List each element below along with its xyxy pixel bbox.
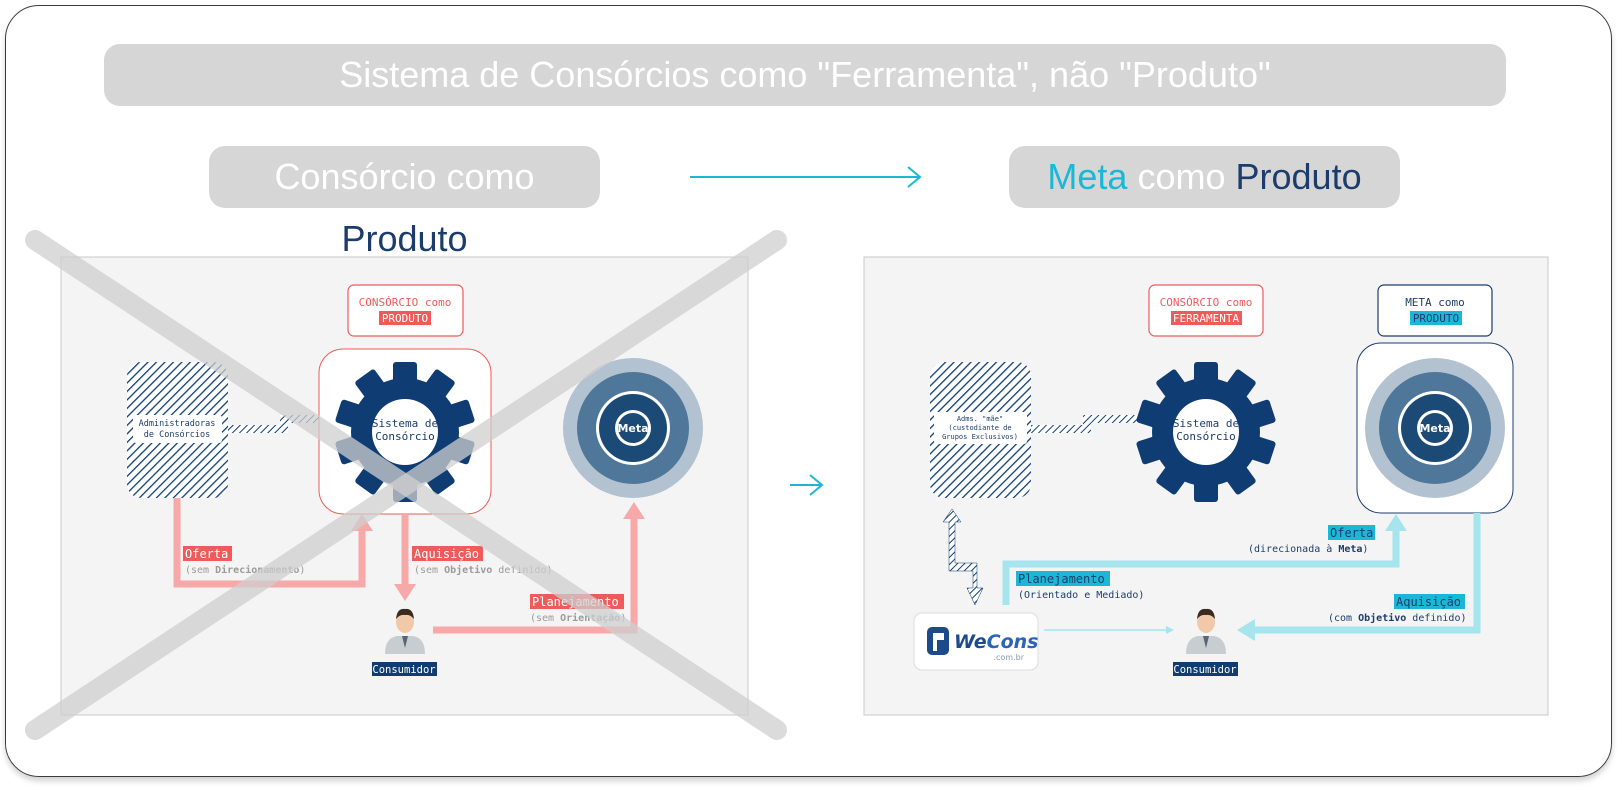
right-heading: Meta como Produto bbox=[1009, 146, 1400, 208]
right-heading-text: como bbox=[1127, 156, 1236, 197]
right-meta-label-line1: META como bbox=[1405, 296, 1465, 309]
left-gear-line1: Sistema de bbox=[372, 417, 438, 430]
svg-text:WeCons: WeCons bbox=[954, 631, 1038, 653]
right-admin-line2: (custodiante de bbox=[948, 424, 1011, 432]
right-heading-meta: Meta bbox=[1047, 156, 1128, 197]
left-gear-line2: Consórcio bbox=[375, 430, 435, 443]
wecons-logo-we: We bbox=[954, 631, 987, 653]
left-box-label-line2: PRODUTO bbox=[382, 312, 428, 325]
right-planejamento-label: Planejamento bbox=[1018, 572, 1105, 586]
right-target-label: Meta bbox=[1419, 422, 1450, 435]
left-admin-line1: Administradoras bbox=[139, 419, 216, 429]
wecons-logo-domain: .com.br bbox=[993, 653, 1024, 662]
right-box-label-line2: FERRAMENTA bbox=[1173, 312, 1240, 325]
right-oferta-label: Oferta bbox=[1330, 526, 1373, 540]
right-heading-emphasis: Produto bbox=[1235, 156, 1362, 197]
left-box-label-line1: CONSÓRCIO como bbox=[359, 296, 452, 309]
left-heading: Consórcio como Produto bbox=[209, 146, 600, 259]
svg-text:(direcionada à Meta): (direcionada à Meta) bbox=[1248, 543, 1368, 555]
right-aquisicao-label: Aquisição bbox=[1396, 595, 1461, 609]
right-admin-line3: Grupos Exclusivos) bbox=[942, 433, 1018, 441]
left-target-label: Meta bbox=[617, 422, 648, 435]
left-oferta-label: Oferta bbox=[185, 547, 228, 561]
left-heading-emphasis: Produto bbox=[341, 218, 468, 259]
wecons-logo-cons: Cons bbox=[987, 631, 1039, 653]
page-title: Sistema de Consórcios como "Ferramenta",… bbox=[104, 44, 1506, 106]
right-gear-line1: Sistema de bbox=[1173, 417, 1239, 430]
right-gear-line2: Consórcio bbox=[1176, 430, 1236, 443]
right-admin-line1: Adms. "mãe" bbox=[957, 415, 1003, 423]
left-consumer-label: Consumidor bbox=[372, 664, 435, 676]
right-box-label-line1: CONSÓRCIO como bbox=[1160, 296, 1253, 309]
right-consumer-label: Consumidor bbox=[1173, 664, 1236, 676]
left-admin-line2: de Consórcios bbox=[144, 429, 211, 440]
left-heading-text: Consórcio como bbox=[274, 156, 535, 197]
left-aquisicao-label: Aquisição bbox=[414, 547, 479, 561]
svg-text:(com Objetivo definido): (com Objetivo definido) bbox=[1328, 612, 1467, 624]
right-meta-label-line2: PRODUTO bbox=[1413, 312, 1459, 325]
cross-line-2 bbox=[25, 230, 787, 740]
right-planejamento-note: (Orientado e Mediado) bbox=[1018, 590, 1144, 601]
